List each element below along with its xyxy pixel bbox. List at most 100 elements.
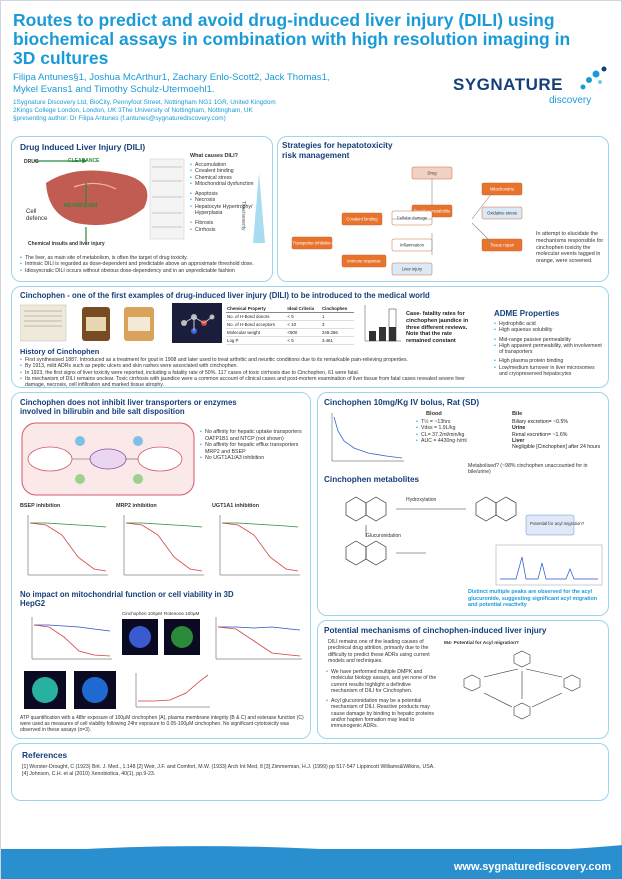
transporter-bullet: No UGT1A1/A3 inhibition: [200, 455, 304, 462]
bile-item: Renal excretion= ~1.6%: [512, 431, 568, 438]
transporter-bullet: No affinity for hepatic uptake transport…: [200, 429, 304, 442]
footer: www.sygnaturediscovery.com: [1, 845, 622, 879]
title-line: 3D cultures: [13, 48, 109, 68]
blood-item: AUC = 4430ng·h/ml: [416, 438, 506, 445]
label-rotenone: Rotenone 100μM: [164, 611, 200, 616]
mechanisms-heading: Potential mechanisms of cinchophen-induc…: [324, 626, 547, 635]
table-cell: 249.266: [320, 328, 354, 337]
adme-item: High apparent permeability, with involve…: [494, 343, 604, 356]
flow-box-label: Tissue repair: [490, 243, 515, 248]
flow-box-label: Reactive metabolite: [414, 209, 451, 214]
table-cell: Molecular weight: [226, 328, 287, 337]
hepatocyte-transporter-diagram: [21, 422, 195, 496]
cause-item: Fibrosis: [190, 220, 260, 227]
logo-subtitle: discovery: [549, 95, 592, 106]
mechanisms-bullets: We have performed multiple DMPK and mole…: [326, 669, 438, 730]
history-list: First synthesised 1887. Introduced as a …: [20, 357, 485, 388]
table-cell: 1: [320, 312, 354, 321]
flow-box: [391, 210, 433, 226]
causes-list: AccumulationCovalent bindingChemical str…: [190, 162, 260, 233]
flow-box: [341, 212, 383, 226]
flow-box: [291, 236, 333, 250]
strategies-heading: Strategies for hepatotoxicity risk manag…: [282, 141, 393, 160]
molecule-3d-icon: [172, 303, 222, 343]
case-fatality-text: Case- fatality rates for cinchophen jaun…: [406, 311, 469, 345]
footer-url[interactable]: www.sygnaturediscovery.com: [453, 861, 611, 873]
cause-item: Hepatocyte Hypertrophy/ Hyperplasia: [190, 204, 260, 217]
scheme-title: M4- Potential for Acyl migration?: [444, 641, 519, 646]
mito-heading: No impact on mitochondrial function or c…: [20, 590, 234, 608]
cinchophen-heading: Cinchophen - one of the first examples o…: [20, 291, 430, 300]
mechanisms-panel: Potential mechanisms of cinchophen-induc…: [317, 620, 609, 739]
causes-title: What causes DILI?: [190, 153, 238, 159]
inhibition-plot: [123, 515, 204, 576]
strategies-heading-line: risk management: [282, 150, 350, 160]
cause-item: Cirrhosis: [190, 227, 260, 234]
bile-item: Liver: [512, 437, 525, 444]
cause-item: Necrosis: [190, 197, 260, 204]
viability-plot: [215, 617, 302, 660]
blood-list: T½ = ~13hrsVdss = 1.9L/kgCL= 37.2ml/min/…: [416, 419, 506, 444]
iv-heading: Cinchophen 10mg/Kg IV bolus, Rat (SD): [324, 398, 480, 407]
adme-item: High plasma protein binding: [494, 358, 604, 365]
inhibition-plot-title: BSEP inhibition: [20, 503, 61, 509]
dili-bullet: Idiosyncratic DILI occurs without obviou…: [20, 268, 270, 275]
history-item: First synthesised 1887. Introduced as a …: [20, 357, 485, 364]
acyl-migration-scheme: [463, 650, 581, 720]
table-cell: No. of H-Bond acceptors: [226, 320, 287, 329]
flow-box-label: Liver injury: [402, 267, 423, 272]
flow-box-label: Inflammation: [400, 243, 425, 248]
severity-wedge: [253, 173, 265, 243]
dili-bullet: The liver, as main site of metabolism, i…: [20, 255, 270, 262]
inhibition-plot: [219, 515, 300, 576]
transporter-bullets: No affinity for hepatic uptake transport…: [200, 429, 304, 462]
table-header: Cinchophen: [320, 305, 354, 313]
strategies-panel: Strategies for hepatotoxicity risk manag…: [277, 136, 609, 282]
reference-item: [1] Worster-Drought, C (1923) Brit. J. M…: [22, 764, 435, 770]
references-panel: References [1] Worster-Drought, C (1923)…: [11, 743, 609, 801]
label-hydroxylation: Hydroxylation: [406, 497, 437, 503]
transporter-bullet: No affinity for hepatic efflux transport…: [200, 442, 304, 455]
label-metabolism: METABOLISM: [64, 203, 98, 209]
poster-title: Routes to predict and avoid drug-induced…: [13, 11, 603, 68]
metabolites-heading: Cinchophen metabolites: [324, 475, 420, 484]
label-cell-defence: Cell defence: [26, 209, 48, 222]
liver-diagram: [34, 158, 185, 245]
history-title: History of Cinchophen: [20, 347, 100, 356]
adme-item: Low/medium turnover in liver microsomes …: [494, 365, 604, 378]
affiliation-line: §presenting author: Dr Filipa Antunes (f…: [13, 115, 226, 122]
transporters-heading-line: Cinchophen does not inhibit liver transp…: [20, 398, 237, 407]
dili-heading: Drug Induced Liver Injury (DILI): [20, 142, 146, 152]
adme-item: High aqueous solubility: [494, 327, 604, 334]
affiliation-line: 1Sygnature Discovery Ltd, BioCity, Penny…: [13, 99, 276, 106]
mito-heading-line: No impact on mitochondrial function or c…: [20, 590, 234, 599]
bile-item: Biliary excretion= ~0.5%: [512, 419, 568, 425]
flow-box-label: Drug: [427, 171, 437, 176]
flow-box: [341, 254, 387, 268]
references-heading: References: [22, 750, 68, 760]
label-time-severity: Time/severity: [240, 201, 246, 231]
dili-bullets: The liver, as main site of metabolism, i…: [20, 255, 270, 274]
label-cinchophen: Cinchophen 100μM: [122, 611, 162, 616]
case-fatality-chart: [364, 305, 401, 342]
footer-wave: [1, 845, 622, 855]
adme-item: Hydrophilic acid: [494, 321, 604, 328]
label-clearance: CLEARANCE: [68, 158, 100, 164]
sygnature-logo: SYGNATURE discovery: [443, 65, 613, 111]
metabolized-note: Metabolised? (~98% cinchophen unaccounte…: [468, 463, 588, 475]
metabolite-scheme: [345, 496, 603, 586]
strategies-note: In attempt to elucidate the mechanisms r…: [536, 231, 604, 265]
transporters-panel: Cinchophen does not inhibit liver transp…: [11, 392, 311, 739]
blood-title: Blood: [426, 411, 442, 417]
transporters-heading-line: involved in bilirubin and bile salt disp…: [20, 407, 185, 416]
historic-images: [20, 304, 154, 342]
reference-item: [4] Johnson, C.H. et al (2010) Xenobioti…: [22, 771, 156, 777]
strategies-heading-line: Strategies for hepatotoxicity: [282, 141, 393, 150]
mito-heading-line: HepG2: [20, 599, 46, 608]
flow-box: [481, 206, 523, 220]
title-line: Routes to predict and avoid drug-induced…: [13, 10, 555, 30]
dili-bullet: Intrinsic DILI is regarded as dose-depen…: [20, 261, 270, 268]
